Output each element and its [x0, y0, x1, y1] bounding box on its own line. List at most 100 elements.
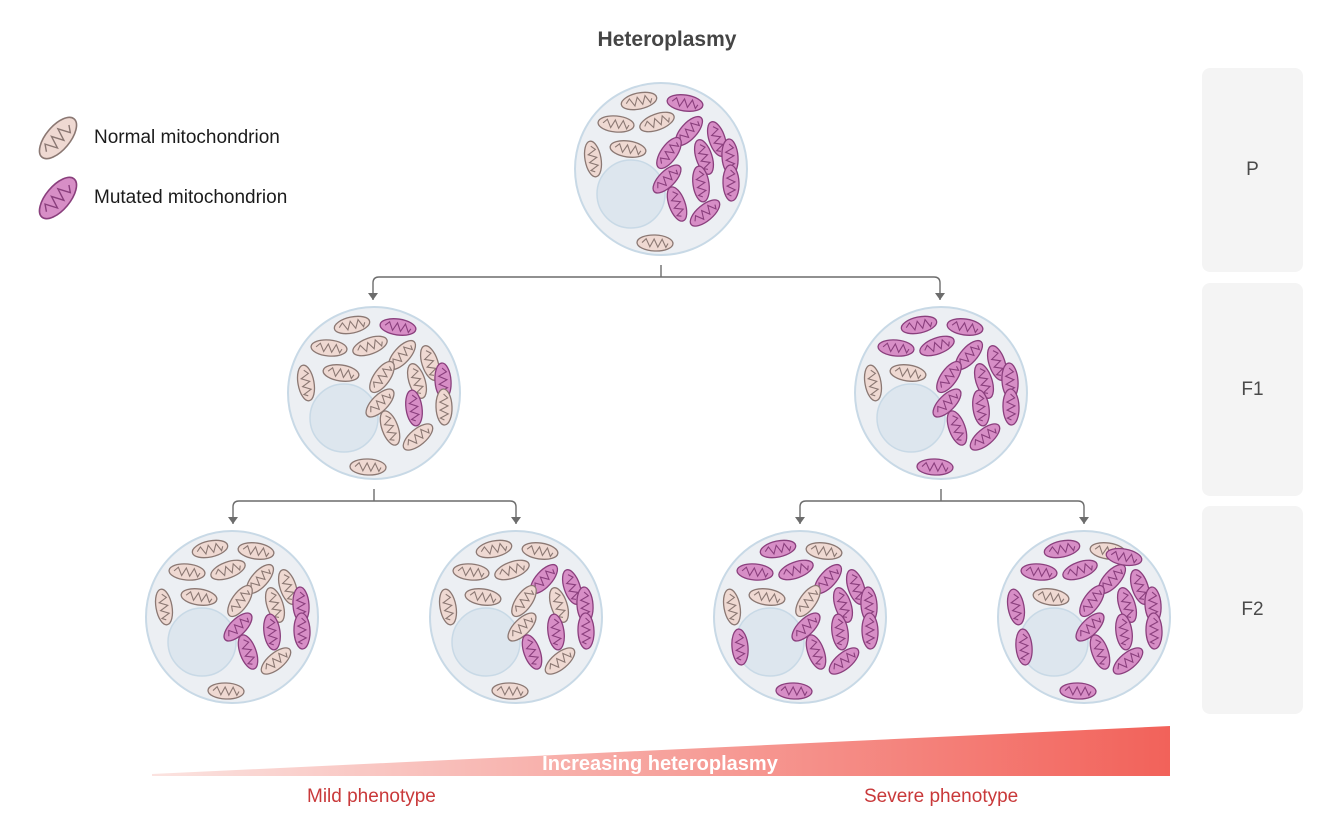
- normal-mitochondrion: [722, 588, 742, 626]
- normal-mitochondrion: [636, 234, 674, 252]
- normal-mitochondrion: [795, 584, 821, 618]
- mutated-mitochondrion: [845, 569, 867, 605]
- mutated-mitochondrion: [293, 612, 311, 650]
- mutated-mitochondrion: [805, 634, 827, 670]
- mutated-mitochondrion: [263, 613, 281, 651]
- mutated-mitochondrion: [775, 682, 813, 700]
- connector-p: [368, 265, 945, 300]
- cell-f1-right: [854, 306, 1028, 480]
- mutated-mitochondrion-icon: [38, 176, 78, 220]
- mutated-mitochondrion: [759, 539, 797, 559]
- mutated-mitochondrion: [1043, 539, 1081, 559]
- mutated-mitochondrion: [706, 121, 728, 157]
- normal-mitochondrion: [260, 647, 292, 675]
- normal-mitochondrion: [379, 410, 401, 446]
- normal-mitochondrion: [620, 91, 658, 111]
- cells-group: [145, 82, 1171, 704]
- nucleus: [876, 383, 946, 453]
- normal-mitochondrion: [210, 559, 246, 581]
- diagram-title: Heteroplasmy: [597, 28, 737, 51]
- cell-p: [574, 82, 748, 256]
- mutated-mitochondrion: [932, 388, 962, 418]
- mutated-mitochondrion: [666, 94, 704, 112]
- mutated-mitochondrion: [689, 199, 721, 227]
- generation-label-f1: F1: [1241, 378, 1264, 400]
- normal-mitochondrion: [583, 140, 603, 178]
- normal-mitochondrion: [889, 364, 927, 382]
- normal-mitochondrion: [207, 682, 245, 700]
- mutated-mitochondrion: [736, 563, 774, 581]
- generation-panel-f2: F2: [1202, 506, 1303, 714]
- connector-f1-right: [795, 489, 1089, 524]
- mutated-mitochondrion: [828, 647, 860, 675]
- mutated-mitochondrion: [831, 613, 849, 651]
- normal-mitochondrion: [322, 364, 360, 382]
- normal-mitochondrion: [310, 339, 348, 357]
- nucleus: [309, 383, 379, 453]
- normal-mitochondrion: [180, 588, 218, 606]
- normal-mitochondrion: [805, 542, 843, 560]
- normal-mitochondrion: [511, 584, 537, 618]
- mutated-mitochondrion: [936, 360, 962, 394]
- normal-mitochondrion: [597, 115, 635, 133]
- legend-label-normal: Normal mitochondrion: [94, 127, 280, 148]
- mutated-mitochondrion: [919, 335, 955, 357]
- normal-mitochondrion: [402, 423, 434, 451]
- normal-mitochondrion: [609, 140, 647, 158]
- lineage-connectors: [228, 265, 1089, 524]
- cell-f2-3: [713, 530, 887, 704]
- mutated-mitochondrion: [692, 165, 710, 203]
- normal-mitochondrion: [333, 315, 371, 335]
- mutated-mitochondrion: [577, 612, 595, 650]
- mutated-mitochondrion: [1115, 613, 1133, 651]
- cell-f2-1: [145, 530, 319, 704]
- generation-panel-f1: F1: [1202, 283, 1303, 496]
- normal-mitochondrion: [1032, 588, 1070, 606]
- heteroplasmy-gradient-bar: [152, 726, 1170, 776]
- mutated-mitochondrion: [791, 612, 821, 642]
- normal-mitochondrion: [507, 612, 537, 642]
- normal-mitochondrion: [237, 542, 275, 560]
- mutated-mitochondrion: [1112, 647, 1144, 675]
- generation-panel-p: P: [1202, 68, 1303, 272]
- normal-mitochondrion: [748, 588, 786, 606]
- mutated-mitochondrion: [1020, 563, 1058, 581]
- normal-mitochondrion: [863, 364, 883, 402]
- generation-label-p: P: [1246, 159, 1259, 180]
- mutated-mitochondrion: [877, 339, 915, 357]
- mutated-mitochondrion: [900, 315, 938, 335]
- normal-mitochondrion: [494, 559, 530, 581]
- normal-mitochondrion: [491, 682, 529, 700]
- mutated-mitochondrion: [1089, 634, 1111, 670]
- mutated-mitochondrion: [1002, 388, 1020, 426]
- mutated-mitochondrion: [778, 559, 814, 581]
- mutated-mitochondrion: [237, 634, 259, 670]
- mutated-mitochondrion: [1075, 612, 1105, 642]
- mutated-mitochondrion: [223, 612, 253, 642]
- cell-f1-left: [287, 306, 461, 480]
- mutated-mitochondrion: [722, 164, 740, 202]
- mutated-mitochondrion: [946, 410, 968, 446]
- nucleus: [167, 607, 237, 677]
- mutated-mitochondrion: [1105, 547, 1143, 567]
- legend-item-mutated: Mutated mitochondrion: [30, 170, 287, 226]
- generation-label-f2: F2: [1241, 599, 1264, 620]
- mutated-mitochondrion: [652, 164, 682, 194]
- mutated-mitochondrion: [405, 389, 423, 427]
- mutated-mitochondrion: [969, 423, 1001, 451]
- nucleus: [451, 607, 521, 677]
- mutated-mitochondrion: [666, 186, 688, 222]
- normal-mitochondrion: [227, 584, 253, 618]
- mutated-mitochondrion: [946, 318, 984, 336]
- mild-phenotype-label: Mild phenotype: [307, 786, 436, 807]
- mutated-mitochondrion: [731, 628, 749, 666]
- normal-mitochondrion: [475, 539, 513, 559]
- normal-mitochondrion: [639, 111, 675, 133]
- normal-mitochondrion: [191, 539, 229, 559]
- mutated-mitochondrion: [1129, 569, 1151, 605]
- mutated-mitochondrion: [861, 612, 879, 650]
- normal-mitochondrion: [435, 388, 453, 426]
- normal-mitochondrion: [544, 647, 576, 675]
- normal-mitochondrion: [521, 542, 559, 560]
